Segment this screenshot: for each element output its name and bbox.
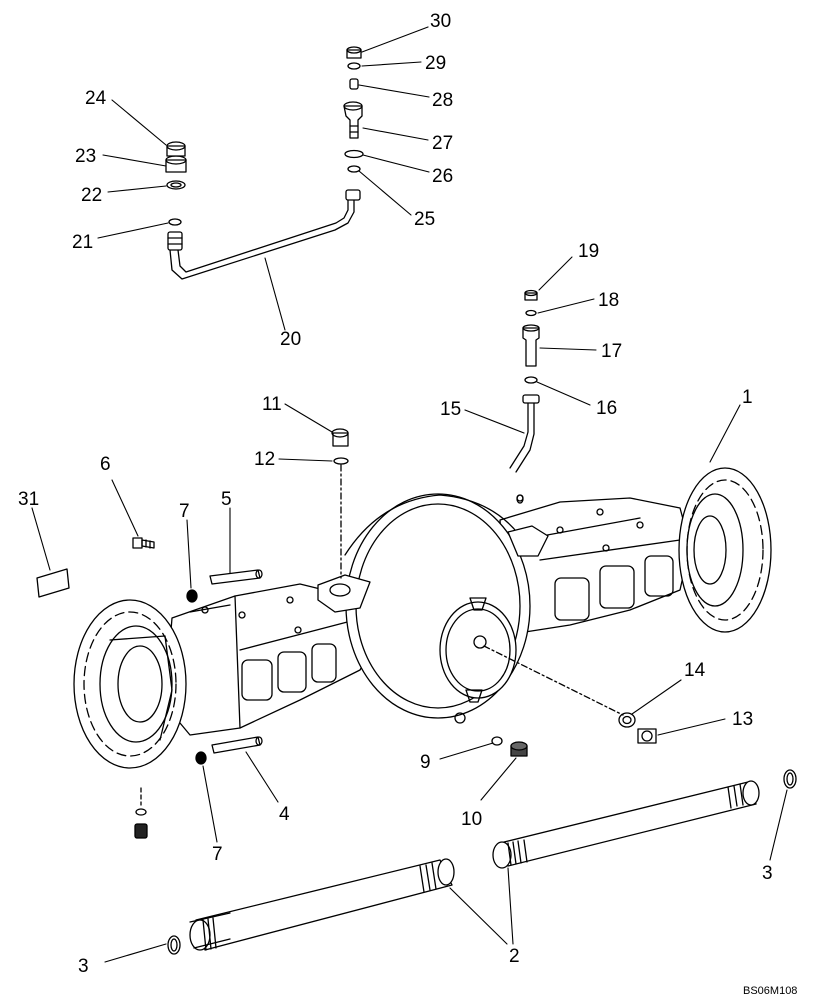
callout-21: 21 bbox=[72, 232, 93, 253]
fitting-23 bbox=[165, 155, 187, 173]
callout-9: 9 bbox=[420, 752, 431, 773]
axle-shaft-2-front bbox=[189, 858, 455, 951]
right-hub-flange bbox=[678, 467, 772, 633]
plate-31 bbox=[36, 568, 70, 598]
callout-18: 18 bbox=[598, 290, 619, 311]
fitting-28 bbox=[349, 78, 359, 90]
seal-22 bbox=[166, 180, 186, 190]
breather-14-washer bbox=[516, 494, 524, 504]
callout-22: 22 bbox=[81, 185, 102, 206]
left-hub-flange bbox=[73, 599, 187, 769]
callout-29: 29 bbox=[425, 53, 446, 74]
callout-2: 2 bbox=[509, 946, 520, 967]
plug-7-upper bbox=[186, 589, 198, 603]
callout-3-front: 3 bbox=[78, 956, 89, 977]
callout-labels: 1 2 3 3 4 5 6 7 7 9 10 11 12 13 14 15 16… bbox=[18, 11, 773, 977]
seal-26 bbox=[344, 149, 364, 159]
callout-13: 13 bbox=[732, 709, 753, 730]
callout-7-lower: 7 bbox=[212, 844, 223, 865]
nut-24 bbox=[166, 141, 186, 157]
snap-ring-3-rear bbox=[783, 769, 797, 789]
callout-25: 25 bbox=[414, 209, 435, 230]
callout-20: 20 bbox=[280, 329, 301, 350]
washer-21 bbox=[168, 218, 182, 226]
screw-6 bbox=[132, 537, 155, 549]
washer-25 bbox=[347, 165, 361, 173]
callout-31: 31 bbox=[18, 489, 39, 510]
pin-5 bbox=[209, 569, 263, 585]
callout-30: 30 bbox=[430, 11, 451, 32]
washer-29 bbox=[347, 62, 361, 70]
fitting-17 bbox=[522, 324, 540, 367]
axle-shaft-2-rear bbox=[492, 780, 760, 869]
callout-14: 14 bbox=[684, 660, 706, 681]
callout-7-upper: 7 bbox=[179, 501, 190, 522]
callout-17: 17 bbox=[601, 341, 622, 362]
cap-19 bbox=[524, 289, 538, 301]
banjo-bolt-27 bbox=[343, 101, 363, 139]
callout-23: 23 bbox=[75, 146, 96, 167]
callout-6: 6 bbox=[100, 454, 111, 475]
fill-plug-11 bbox=[331, 428, 349, 447]
callout-3-rear: 3 bbox=[762, 863, 773, 884]
callout-1: 1 bbox=[742, 387, 753, 408]
callout-19: 19 bbox=[578, 241, 599, 262]
cap-30 bbox=[346, 46, 362, 59]
drain-plug-bottom bbox=[134, 787, 148, 839]
washer-16 bbox=[524, 376, 538, 384]
nut-13 bbox=[637, 728, 657, 744]
breather-tube-15 bbox=[509, 394, 540, 473]
alignment-line-14 bbox=[483, 645, 624, 716]
callout-11: 11 bbox=[262, 394, 282, 415]
reference-code: BS06M108 bbox=[743, 985, 797, 997]
washer-18 bbox=[525, 309, 537, 317]
plug-10 bbox=[510, 741, 528, 757]
callout-16: 16 bbox=[596, 398, 617, 419]
washer-12 bbox=[333, 457, 349, 465]
callout-15: 15 bbox=[440, 399, 461, 420]
washer-9 bbox=[491, 736, 503, 746]
callout-27: 27 bbox=[432, 133, 453, 154]
callout-4: 4 bbox=[279, 804, 290, 825]
plug-7-lower bbox=[195, 751, 207, 765]
tube-assembly-20 bbox=[167, 189, 361, 280]
callout-28: 28 bbox=[432, 90, 453, 111]
leader-lines bbox=[31, 26, 788, 963]
snap-ring-3-front bbox=[167, 935, 181, 955]
callout-12: 12 bbox=[254, 449, 275, 470]
callout-10: 10 bbox=[461, 809, 482, 830]
axle-housing-1 bbox=[164, 493, 691, 736]
callout-24: 24 bbox=[85, 88, 107, 109]
seal-14 bbox=[618, 712, 636, 728]
pin-4 bbox=[211, 736, 263, 754]
callout-5: 5 bbox=[221, 489, 232, 510]
callout-26: 26 bbox=[432, 166, 453, 187]
